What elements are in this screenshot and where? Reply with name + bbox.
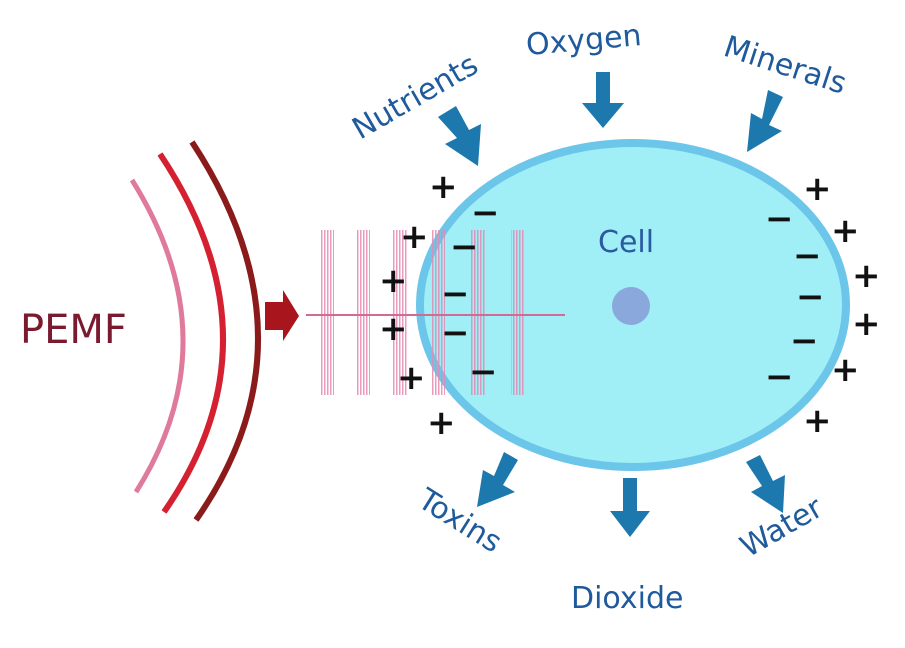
field-pulse-bars [320,230,525,395]
positive-charge: + [803,401,832,441]
oxygen-arrow-icon [582,72,624,128]
right-inner-negative-charges: − − − − − [765,199,825,397]
positive-charge: + [379,261,408,301]
pemf-wave-outer [189,140,261,522]
negative-charge: − [450,227,479,267]
pemf-wave-inner [129,178,186,494]
negative-charge: − [790,321,819,361]
negative-charge: − [441,274,470,314]
right-outer-positive-charges: + + + + + + [803,169,881,441]
negative-charge: − [471,193,500,233]
positive-charge: + [379,309,408,349]
nutrients-arrow-icon [438,106,481,166]
negative-charge: − [796,277,825,317]
positive-charge: + [831,211,860,251]
cell-nucleus [612,287,650,325]
negative-charge: − [793,236,822,276]
left-inner-negative-charges: − − − − − [441,193,500,392]
negative-charge: − [765,199,794,239]
minerals-arrow-icon [747,90,783,152]
water-arrow-icon [746,455,785,513]
label-minerals: Minerals [720,29,851,101]
pulse-arrow-icon [265,290,299,341]
positive-charge: + [427,403,456,443]
dioxide-arrow-icon [610,478,650,537]
cell-label: Cell [598,225,654,260]
label-dioxide: Dioxide [571,581,683,616]
pemf-label: PEMF [20,307,127,353]
left-outer-positive-charges: + + + + + + [379,167,458,443]
toxins-arrow-icon [477,452,518,507]
positive-charge: + [803,169,832,209]
negative-charge: − [441,313,470,353]
positive-charge: + [397,358,426,398]
pemf-wave-middle [157,152,226,514]
label-oxygen: Oxygen [525,18,643,63]
positive-charge: + [400,217,429,257]
negative-charge: − [765,357,794,397]
positive-charge: + [831,350,860,390]
positive-charge: + [852,256,881,296]
positive-charge: + [429,167,458,207]
positive-charge: + [852,304,881,344]
negative-charge: − [469,352,498,392]
